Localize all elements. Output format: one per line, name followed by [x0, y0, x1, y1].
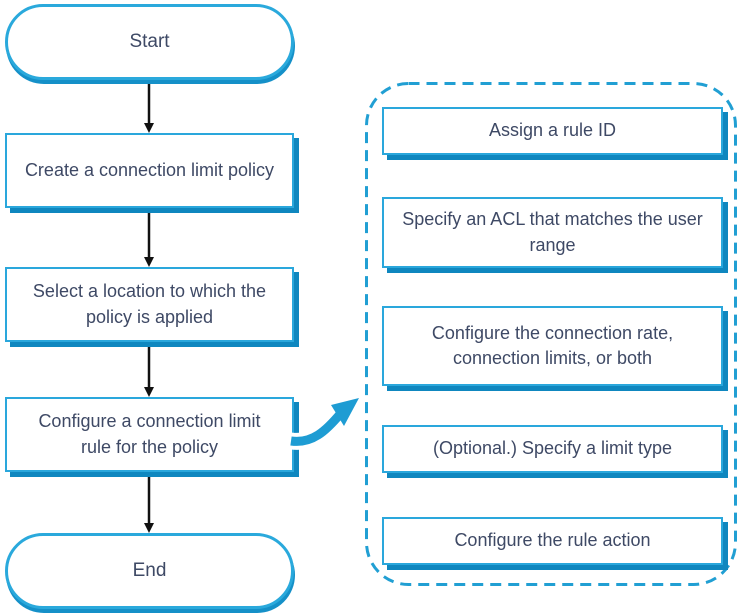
step-label: Create a connection limit policy [24, 159, 275, 180]
substep-specify-limit-type: (Optional.) Specify a limit type [382, 425, 723, 473]
substep-specify-acl: Specify an ACL that matches the user ran… [382, 197, 723, 268]
substep-assign-rule-id: Assign a rule ID [382, 107, 723, 155]
step-label: Configure a connection limit rule for th… [38, 411, 261, 457]
arrow-step3-to-end [144, 470, 154, 533]
substep-label: Configure the connection rate, connectio… [431, 322, 674, 368]
end-node: End [5, 533, 294, 609]
start-node: Start [5, 4, 294, 80]
arrow-step2-to-step3 [144, 340, 154, 397]
step-select-location: Select a location to which the policy is… [5, 267, 294, 342]
substep-label: Assign a rule ID [488, 120, 617, 141]
substep-configure-rule-action: Configure the rule action [382, 517, 723, 565]
start-label: Start [129, 30, 170, 52]
curved-arrow-step3-to-group [282, 396, 361, 450]
step-label: Select a location to which the policy is… [32, 281, 267, 327]
arrow-start-to-step1 [144, 78, 154, 133]
substep-label: Specify an ACL that matches the user ran… [402, 209, 703, 255]
substep-label: (Optional.) Specify a limit type [432, 438, 673, 459]
step-configure-rule: Configure a connection limit rule for th… [5, 397, 294, 472]
arrow-step1-to-step2 [144, 206, 154, 267]
substep-configure-rate-limits: Configure the connection rate, connectio… [382, 306, 723, 386]
step-create-policy: Create a connection limit policy [5, 133, 294, 208]
end-label: End [132, 559, 167, 581]
substep-label: Configure the rule action [454, 530, 651, 551]
